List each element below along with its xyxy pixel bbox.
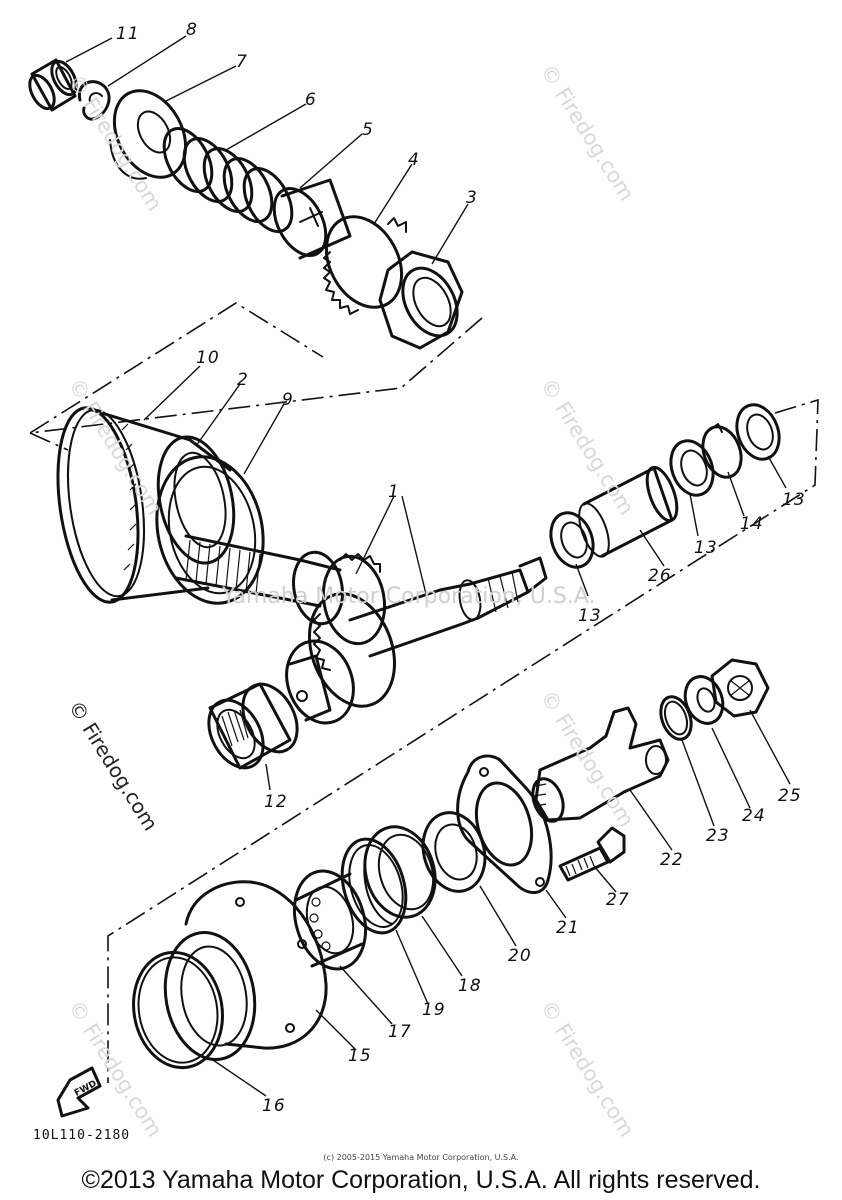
part-label: 13	[694, 538, 718, 558]
group-boundary-lines	[29, 302, 819, 1083]
part-label: 9	[282, 390, 294, 410]
small-copyright: (c) 2005-2015 Yamaha Motor Corporation, …	[323, 1153, 519, 1162]
part-label: 8	[186, 20, 198, 40]
part-6-spring-drawing	[162, 127, 294, 233]
part-22-yoke-drawing	[531, 706, 670, 823]
part-4-gear-drawing	[323, 215, 407, 315]
part-label: 27	[606, 890, 630, 910]
part-17-bearing-drawing	[293, 869, 367, 971]
part-25-nut-drawing	[710, 658, 770, 718]
part-label: 7	[236, 52, 248, 72]
copyright-notice: ©2013 Yamaha Motor Corporation, U.S.A. A…	[81, 1166, 761, 1194]
center-watermark: Yamaha Motor Corporation, U.S.A.	[222, 584, 596, 609]
part-label: 2	[237, 370, 249, 390]
part-16-oring-drawing	[132, 950, 224, 1070]
part-15-housing-drawing	[163, 880, 328, 1061]
part-label: 10	[196, 348, 220, 368]
part-12-bearing-drawing	[207, 682, 299, 770]
part-20-oil-seal-drawing	[421, 811, 487, 893]
part-9-circlip-drawing	[155, 455, 265, 605]
part-label: 21	[556, 918, 580, 938]
part-14-clip-drawing	[701, 423, 743, 479]
part-label: 14	[740, 514, 764, 534]
part-label: 20	[508, 946, 532, 966]
part-13-shim-drawings	[549, 403, 781, 569]
part-label: 16	[262, 1096, 286, 1116]
callout-lines	[65, 35, 791, 1097]
part-label: 18	[458, 976, 482, 996]
part-label: 1	[388, 482, 400, 502]
part-label: 25	[778, 786, 802, 806]
part-label: 11	[116, 24, 140, 44]
fwd-arrow	[56, 1066, 102, 1118]
part-1-shaft-drawing	[174, 534, 548, 725]
part-label: 23	[706, 826, 730, 846]
part-19-circlip-drawing	[340, 837, 408, 935]
part-label: 26	[648, 566, 672, 586]
part-label: 13	[578, 606, 602, 626]
part-label: 24	[742, 806, 766, 826]
part-label: 12	[264, 792, 288, 812]
part-label: 3	[466, 188, 478, 208]
part-label: 4	[408, 150, 420, 170]
part-label: 6	[305, 90, 317, 110]
part-label: 22	[660, 850, 684, 870]
part-label: 15	[348, 1046, 372, 1066]
diagram-code: 10L110-2180	[33, 1128, 131, 1143]
part-label: 17	[388, 1022, 412, 1042]
part-26-collar-drawing	[578, 465, 679, 558]
part-23-oring-drawing	[659, 695, 693, 741]
part-label: 19	[422, 1000, 446, 1020]
part-3-nut-drawing	[378, 250, 464, 350]
part-11-bearing-drawing	[28, 58, 78, 112]
part-label: 13	[782, 490, 806, 510]
part-label: 5	[362, 120, 374, 140]
part-8-clip-drawing	[77, 80, 111, 121]
part-27-bolt-drawing	[558, 826, 626, 882]
part-18-shim-drawing	[363, 825, 437, 925]
